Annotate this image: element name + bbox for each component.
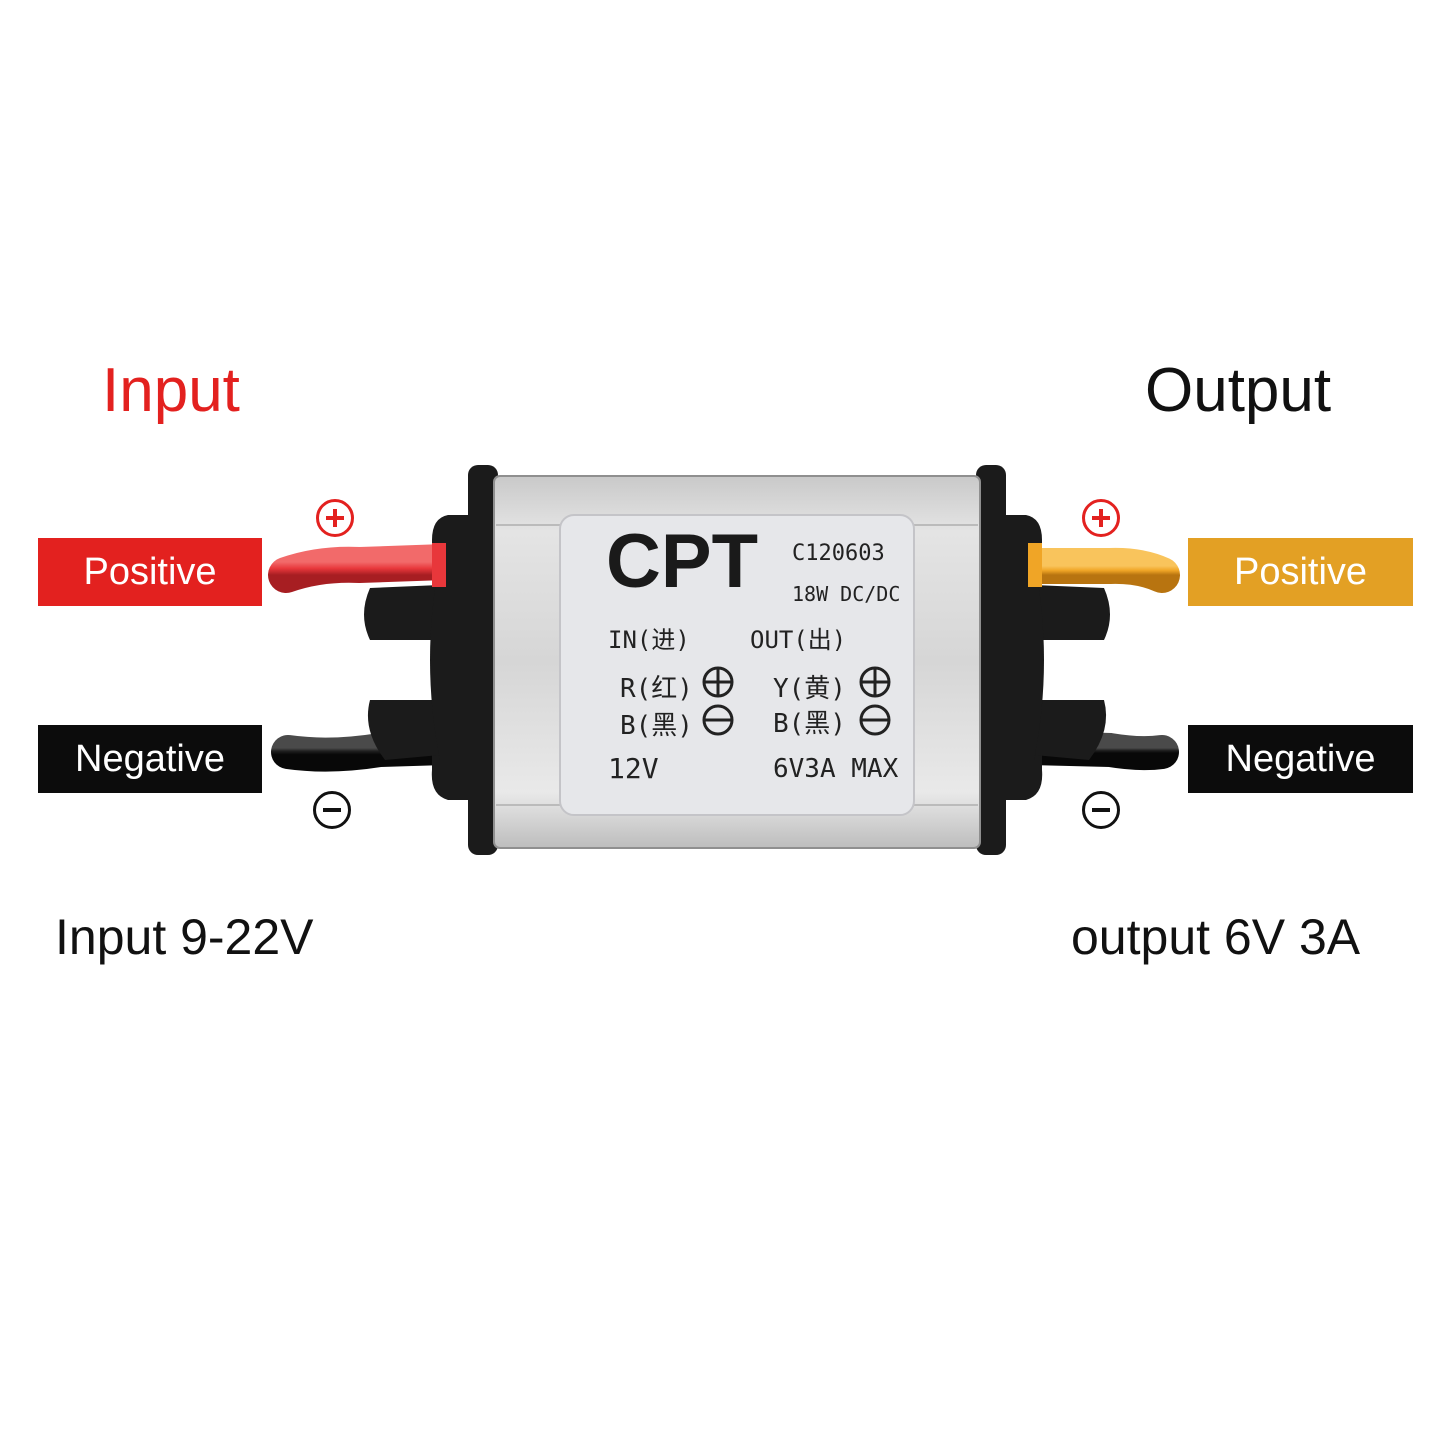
output-positive-wire bbox=[1012, 547, 1180, 593]
sticker-out-plus-icon bbox=[859, 666, 891, 698]
output-negative-wire bbox=[1013, 731, 1179, 771]
out-header: OUT(出) bbox=[750, 626, 847, 654]
input-plus-icon bbox=[316, 499, 354, 537]
output-negative-tag: Negative bbox=[1188, 725, 1413, 793]
output-rating: 6V3A MAX bbox=[773, 754, 899, 784]
output-heading: Output bbox=[1145, 356, 1332, 425]
power-rating: 18W DC/DC bbox=[792, 582, 901, 606]
input-heading: Input bbox=[102, 356, 240, 425]
sticker-in-minus-icon bbox=[702, 704, 734, 736]
brand-mark: CPT bbox=[606, 519, 758, 604]
in-header: IN(进) bbox=[608, 626, 690, 654]
output-positive-tag: Positive bbox=[1188, 538, 1413, 606]
input-positive-tag: Positive bbox=[38, 538, 262, 606]
right-end-cap bbox=[976, 465, 1110, 855]
sticker-in-plus-icon bbox=[702, 666, 734, 698]
input-negative-tag: Negative bbox=[38, 725, 262, 793]
input-negative-wire bbox=[271, 731, 462, 772]
input-positive-wire bbox=[268, 544, 463, 593]
input-voltage: 12V bbox=[608, 752, 659, 785]
device-label-sticker bbox=[559, 514, 915, 816]
sticker-out-minus-icon bbox=[859, 704, 891, 736]
output-spec: output 6V 3A bbox=[1071, 909, 1361, 965]
left-end-cap bbox=[364, 465, 498, 855]
out-negative-mark: B(黑) bbox=[773, 709, 846, 739]
input-spec: Input 9-22V bbox=[55, 909, 314, 965]
output-minus-icon bbox=[1082, 791, 1120, 829]
out-positive-mark: Y(黄) bbox=[773, 674, 846, 704]
model-number: C120603 bbox=[792, 541, 885, 566]
output-plus-icon bbox=[1082, 499, 1120, 537]
in-negative-mark: B(黑) bbox=[620, 711, 693, 741]
input-minus-icon bbox=[313, 791, 351, 829]
in-positive-mark: R(红) bbox=[620, 674, 693, 704]
